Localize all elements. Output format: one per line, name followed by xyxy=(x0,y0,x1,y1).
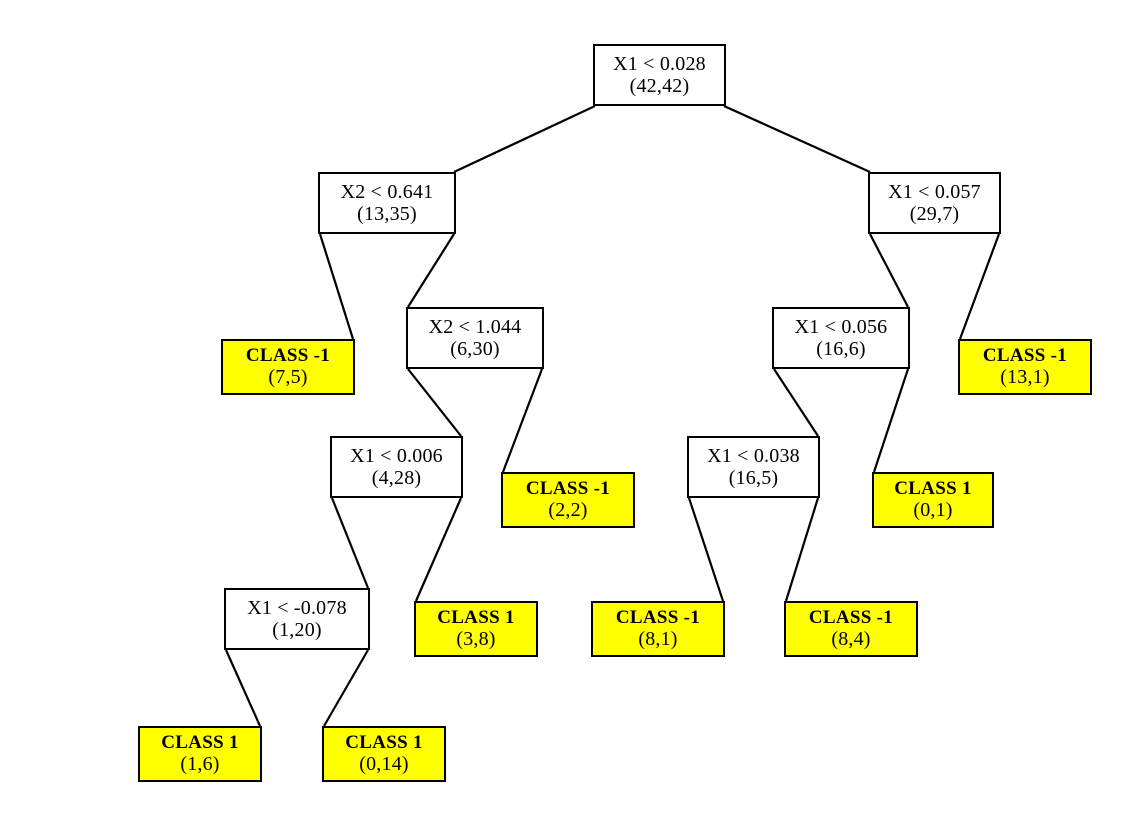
leaf-class-label: CLASS -1 xyxy=(525,478,611,500)
leaf-class-label: CLASS 1 xyxy=(894,478,972,500)
tree-edge-right xyxy=(414,497,463,602)
leaf-node: CLASS 1(3,8) xyxy=(414,601,538,657)
leaf-node: CLASS -1(8,1) xyxy=(591,601,725,657)
leaf-class-label: CLASS 1 xyxy=(437,607,515,629)
tree-edge-right xyxy=(958,233,1001,340)
tree-edge-left xyxy=(407,368,462,437)
leaf-node: CLASS 1(0,14) xyxy=(322,726,446,782)
node-counts-label: (6,30) xyxy=(450,338,500,360)
leaf-node: CLASS -1(2,2) xyxy=(501,472,635,528)
tree-edge-right xyxy=(323,649,369,727)
split-condition-label: X1 < -0.078 xyxy=(247,596,347,619)
leaf-node: CLASS -1(7,5) xyxy=(221,339,355,395)
tree-edge-right xyxy=(723,104,871,174)
split-condition-label: X2 < 0.641 xyxy=(340,180,434,203)
tree-edge-left xyxy=(318,233,355,340)
split-condition-label: X1 < 0.038 xyxy=(707,444,800,467)
leaf-node: CLASS 1(0,1) xyxy=(872,472,994,528)
node-counts-label: (2,2) xyxy=(548,499,588,522)
split-condition-label: X1 < 0.028 xyxy=(613,52,706,75)
leaf-class-label: CLASS 1 xyxy=(345,732,423,754)
tree-edge-left xyxy=(453,105,596,173)
decision-node: X1 < 0.038(16,5) xyxy=(687,436,820,498)
node-counts-label: (0,14) xyxy=(359,753,409,776)
node-counts-label: (13,35) xyxy=(357,203,417,225)
node-counts-label: (0,1) xyxy=(913,499,953,522)
node-counts-label: (8,4) xyxy=(831,628,871,651)
tree-edge-right xyxy=(501,368,544,473)
tree-edge-left xyxy=(224,649,262,727)
leaf-class-label: CLASS -1 xyxy=(982,345,1068,367)
split-condition-label: X1 < 0.056 xyxy=(794,315,888,338)
leaf-class-label: CLASS -1 xyxy=(808,607,894,629)
node-counts-label: (3,8) xyxy=(456,628,496,651)
decision-node: X1 < 0.056(16,6) xyxy=(772,307,910,369)
decision-node: X1 < 0.006(4,28) xyxy=(330,436,463,498)
decision-node: X1 < -0.078(1,20) xyxy=(224,588,370,650)
node-counts-label: (8,1) xyxy=(638,628,678,651)
node-counts-label: (13,1) xyxy=(1000,366,1050,389)
split-condition-label: X1 < 0.006 xyxy=(350,444,443,467)
split-condition-label: X2 < 1.044 xyxy=(428,315,522,338)
decision-node: X2 < 1.044(6,30) xyxy=(406,307,544,369)
leaf-node: CLASS -1(8,4) xyxy=(784,601,918,657)
tree-edge-right xyxy=(407,233,455,308)
tree-edge-right xyxy=(872,368,910,473)
node-counts-label: (29,7) xyxy=(909,203,960,225)
decision-node: X2 < 0.641(13,35) xyxy=(318,172,456,234)
tree-edge-right xyxy=(784,497,820,602)
tree-edge-left xyxy=(687,497,725,602)
leaf-class-label: CLASS -1 xyxy=(615,607,701,629)
node-counts-label: (42,42) xyxy=(629,75,690,97)
node-counts-label: (16,6) xyxy=(816,338,866,360)
tree-edge-left xyxy=(869,233,909,308)
decision-node: X1 < 0.028(42,42) xyxy=(593,44,726,106)
node-counts-label: (1,6) xyxy=(180,753,220,776)
node-counts-label: (1,20) xyxy=(272,619,322,641)
node-counts-label: (7,5) xyxy=(268,366,308,389)
decision-node: X1 < 0.057(29,7) xyxy=(868,172,1001,234)
node-counts-label: (16,5) xyxy=(728,467,779,489)
leaf-class-label: CLASS 1 xyxy=(161,732,239,754)
node-counts-label: (4,28) xyxy=(371,467,422,489)
tree-edge-left xyxy=(330,497,370,589)
leaf-node: CLASS -1(13,1) xyxy=(958,339,1092,395)
split-condition-label: X1 < 0.057 xyxy=(888,180,981,203)
tree-edge-left xyxy=(773,368,819,437)
leaf-node: CLASS 1(1,6) xyxy=(138,726,262,782)
leaf-class-label: CLASS -1 xyxy=(245,345,331,367)
